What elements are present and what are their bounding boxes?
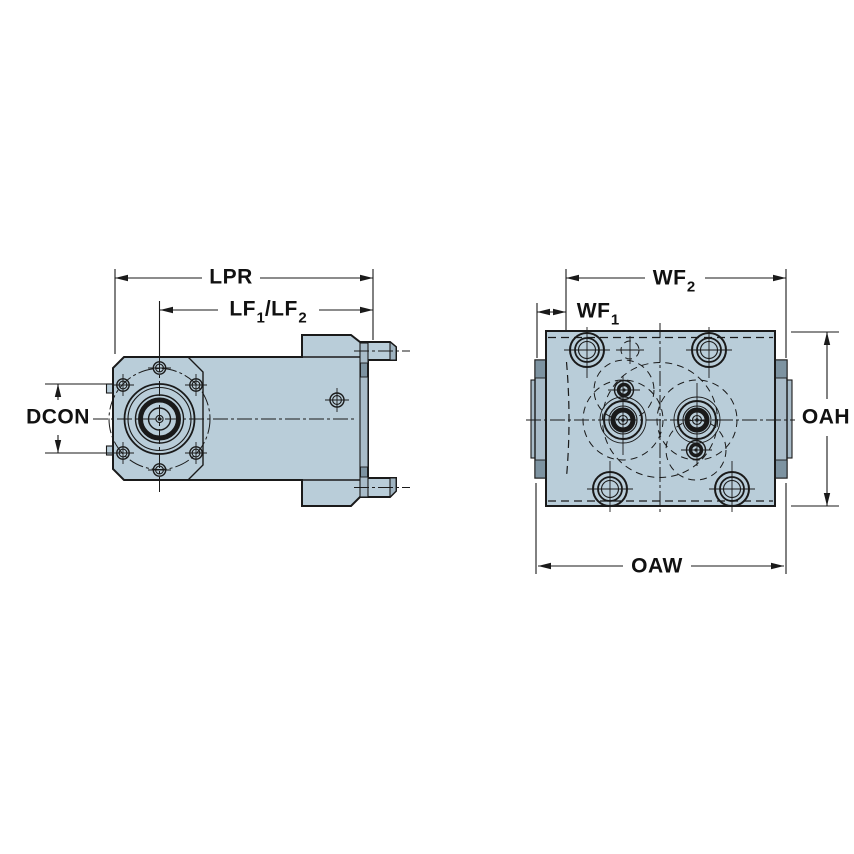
dcon-text: DCON bbox=[26, 405, 90, 429]
side-view-drawing bbox=[45, 269, 410, 507]
dim-label-lpr: LPR bbox=[209, 267, 253, 288]
dim-label-oah: OAH bbox=[802, 407, 850, 428]
oah-text: OAH bbox=[801, 405, 851, 429]
side-body-hole bbox=[325, 388, 349, 412]
top-view-dimensions bbox=[535, 269, 839, 574]
corner-bolt-holes bbox=[564, 327, 755, 512]
lf1-subscript: 1 bbox=[256, 309, 266, 327]
lf2-text: LF bbox=[271, 297, 298, 321]
top-view-side-steps bbox=[530, 359, 793, 479]
top-view-drawing bbox=[526, 269, 839, 574]
lpr-text: LPR bbox=[209, 265, 253, 289]
lf2-subscript: 2 bbox=[298, 309, 308, 327]
dim-label-oaw: OAW bbox=[631, 556, 683, 577]
wf2-text: WF bbox=[652, 266, 687, 290]
lf1-text: LF bbox=[229, 297, 256, 321]
side-view-centerlines bbox=[93, 301, 410, 494]
dim-label-dcon: DCON bbox=[26, 407, 90, 428]
dim-label-lf: LF1/LF2 bbox=[229, 297, 306, 326]
side-view-dimensions bbox=[45, 269, 374, 454]
dim-label-wf1: WF1 bbox=[576, 299, 620, 328]
flange-bolt-holes bbox=[112, 361, 207, 477]
side-view-internal-edges bbox=[187, 341, 397, 499]
wf2-subscript: 2 bbox=[686, 278, 696, 296]
lf-separator: / bbox=[264, 297, 272, 321]
wf1-subscript: 1 bbox=[610, 311, 620, 329]
dim-label-wf2: WF2 bbox=[652, 266, 696, 295]
wf1-text: WF bbox=[576, 299, 611, 323]
oaw-text: OAW bbox=[631, 554, 683, 578]
top-view-centerlines bbox=[526, 323, 795, 514]
